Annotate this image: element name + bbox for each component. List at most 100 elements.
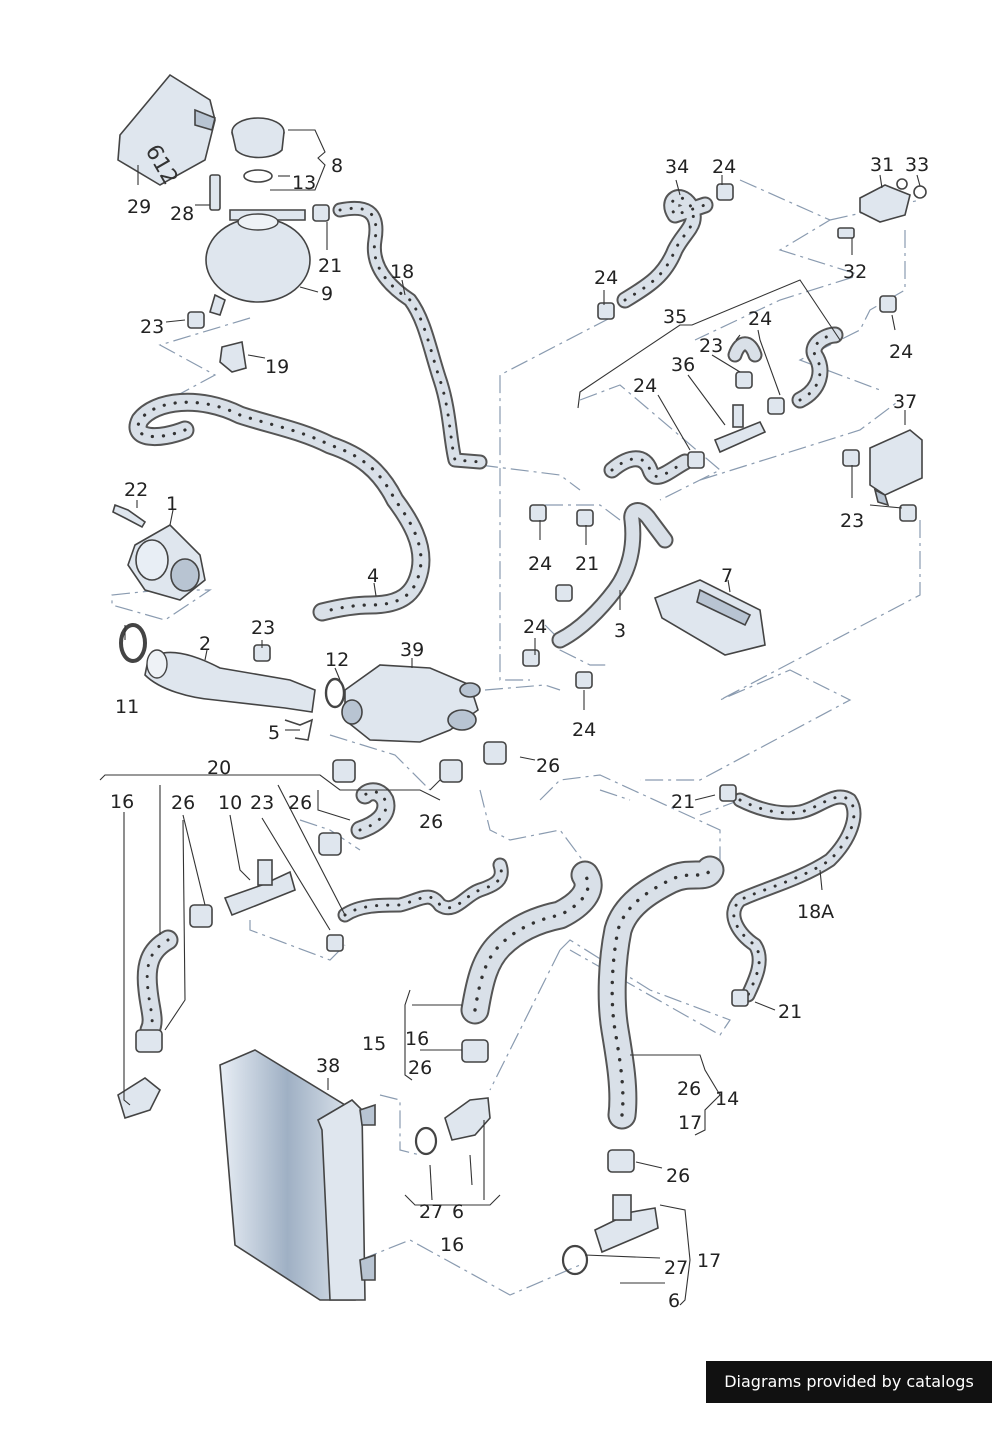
o-ring-12 [324, 677, 346, 709]
callout-14: 14 [715, 1088, 739, 1110]
callout-21d: 21 [778, 1001, 802, 1023]
callout-26b: 26 [171, 792, 195, 814]
callout-24h: 24 [572, 719, 596, 741]
hose-small-36 [727, 336, 763, 363]
hoses [128, 189, 862, 1130]
callout-35: 35 [663, 306, 687, 328]
callout-34: 34 [665, 156, 689, 178]
callout-23a: 23 [140, 316, 164, 338]
callout-26d: 26 [419, 811, 443, 833]
callout-24f: 24 [528, 553, 552, 575]
bolt-22 [112, 503, 147, 529]
callout-26c: 26 [288, 792, 312, 814]
callout-33: 33 [905, 154, 929, 176]
callout-8: 8 [331, 155, 343, 177]
o-rings-27 [414, 1126, 589, 1276]
callout-24a: 24 [712, 156, 736, 178]
callout-31: 31 [870, 154, 894, 176]
callout-24d: 24 [633, 375, 657, 397]
callout-21a: 21 [318, 255, 342, 277]
parts: 612 [112, 73, 927, 1301]
callout-16c: 16 [440, 1234, 464, 1256]
callout-27b: 27 [664, 1257, 688, 1279]
callout-16a: 16 [110, 791, 134, 813]
callout-21b: 21 [575, 553, 599, 575]
callout-23b: 23 [699, 335, 723, 357]
callout-5: 5 [268, 722, 280, 744]
callout-20: 20 [207, 757, 231, 779]
hose-35-right [791, 326, 844, 409]
callout-labels: 29 28 13 8 21 9 18 23 19 34 24 31 33 32 … [110, 154, 929, 1312]
callout-28: 28 [170, 203, 194, 225]
callout-15: 15 [362, 1033, 386, 1055]
hose-14 [597, 855, 725, 1130]
callout-24e: 24 [889, 341, 913, 363]
hose-18a [726, 789, 862, 1003]
hose-16-left [136, 929, 179, 1041]
hose-4 [128, 392, 431, 622]
callout-36: 36 [671, 354, 695, 376]
callout-21c: 21 [671, 791, 695, 813]
callout-29: 29 [127, 196, 151, 218]
hose-20 [350, 782, 396, 840]
hose-23-long [337, 857, 509, 923]
callout-12: 12 [325, 649, 349, 671]
hose-15 [460, 860, 603, 1025]
hose-35-left [603, 450, 694, 485]
tee-10 [223, 859, 296, 917]
coolant-pipe-2 [144, 649, 316, 713]
reservoir-cap-8 [231, 117, 285, 183]
callout-32: 32 [843, 261, 867, 283]
callout-18: 18 [390, 261, 414, 283]
tee-17 [594, 1194, 659, 1254]
callout-1: 1 [166, 493, 178, 515]
expansion-tank-9 [205, 209, 311, 316]
callout-23e: 23 [250, 792, 274, 814]
callout-6b: 6 [668, 1290, 680, 1312]
callout-6a: 6 [452, 1201, 464, 1223]
callout-7: 7 [721, 565, 733, 587]
bolt-32 [837, 227, 855, 239]
connector-6-left [444, 1097, 491, 1141]
callout-10: 10 [218, 792, 242, 814]
callout-37: 37 [893, 391, 917, 413]
callout-23d: 23 [251, 617, 275, 639]
callout-26e: 26 [408, 1057, 432, 1079]
callout-26f: 26 [677, 1078, 701, 1100]
callout-23c: 23 [840, 510, 864, 532]
credit-banner: Diagrams provided by catalogs parts [706, 1361, 992, 1433]
callout-3: 3 [614, 620, 626, 642]
coolant-system-diagram: 612 [99, 73, 929, 1312]
callout-19: 19 [265, 356, 289, 378]
callout-24b: 24 [594, 267, 618, 289]
callout-16b: 16 [405, 1028, 429, 1050]
callout-27a: 27 [419, 1201, 443, 1223]
thermostat-housing-39 [341, 664, 481, 743]
sensor-28 [209, 174, 221, 211]
oil-cooler-37 [869, 429, 923, 507]
coolant-pump-1 [127, 524, 206, 601]
leader-lines [99, 129, 921, 1306]
callout-18a: 18A [797, 901, 834, 923]
tee-36 [713, 404, 767, 454]
clip-5 [284, 718, 314, 741]
callout-26g: 26 [666, 1165, 690, 1187]
hose-clamps [135, 183, 917, 1173]
callout-13: 13 [292, 172, 316, 194]
callout-39: 39 [400, 639, 424, 661]
callout-17b: 17 [697, 1250, 721, 1272]
connector-16-lower-left [117, 1077, 162, 1120]
hose-34 [616, 189, 714, 309]
callout-24c: 24 [748, 308, 772, 330]
callout-26a: 26 [536, 755, 560, 777]
hose-18 [332, 200, 488, 470]
callout-24g: 24 [523, 616, 547, 638]
callout-22: 22 [124, 479, 148, 501]
callout-38: 38 [316, 1055, 340, 1077]
radiator-38 [219, 1049, 376, 1301]
valve-7 [653, 579, 766, 656]
callout-4: 4 [367, 565, 379, 587]
pipe-3 [551, 502, 674, 649]
callout-17a: 17 [678, 1112, 702, 1134]
callout-2: 2 [199, 633, 211, 655]
